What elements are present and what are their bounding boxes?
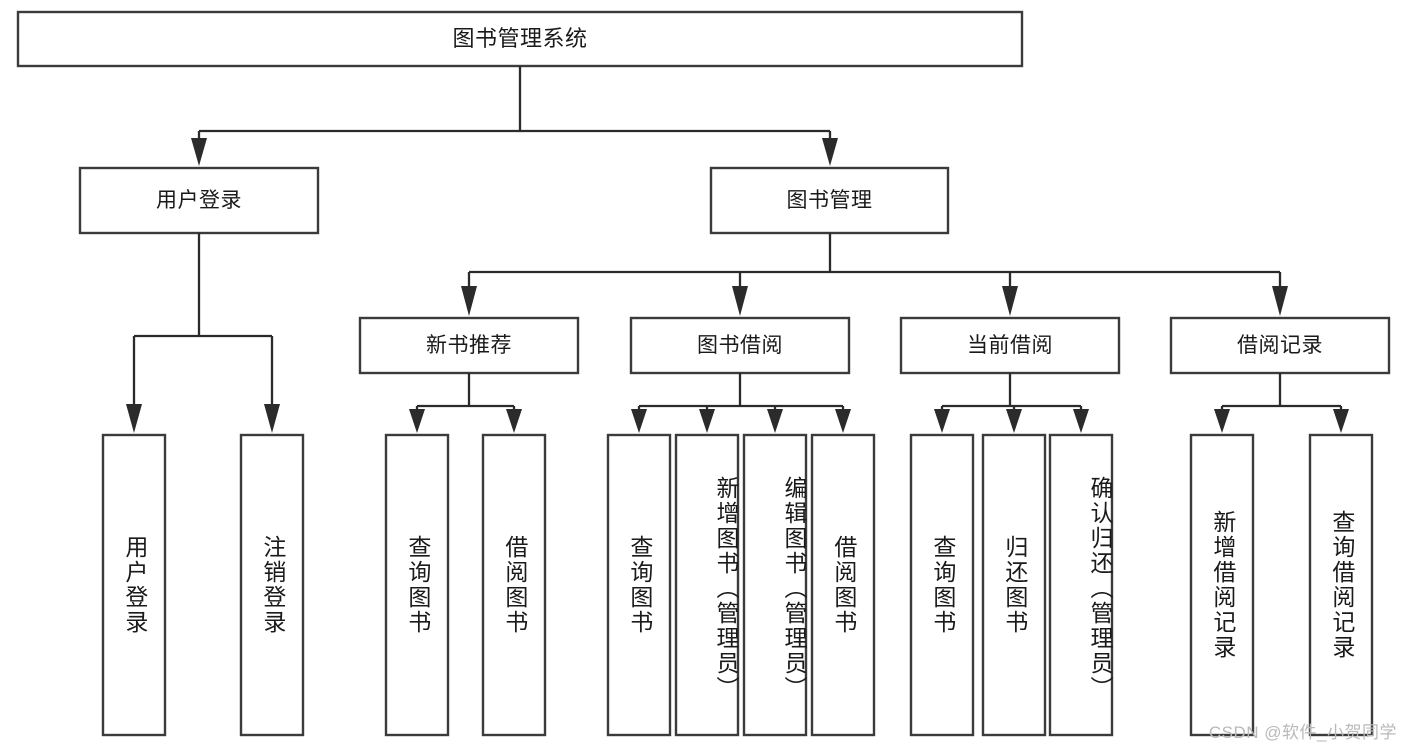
arrow-head-leaf-return-book [1006,409,1022,433]
leaf-box-add-borrow-record[interactable] [1189,433,1255,737]
leaf-box-query-borrow-record[interactable] [1308,433,1374,737]
arrow-head-user-login [191,138,207,166]
leaf-box-query-book-1[interactable] [384,433,450,737]
arrow-head-leaf-user-login [126,404,142,433]
arrow-head-current-borrow [1002,286,1018,316]
node-box-current-borrow[interactable] [899,316,1121,375]
arrow-head-book-borrow [732,286,748,316]
node-box-user-login[interactable] [78,166,320,235]
arrow-head-leaf-confirm-return [1073,409,1089,433]
node-box-root[interactable] [16,10,1024,68]
node-box-new-book-recommend[interactable] [358,316,580,375]
leaf-box-query-book-2[interactable] [606,433,672,737]
arrow-head-leaf-query-book-1 [409,409,425,433]
leaf-box-add-book-admin[interactable] [674,433,740,737]
leaf-box-user-login[interactable] [101,433,167,737]
arrow-head-leaf-query-book-3 [934,409,950,433]
node-box-borrow-record[interactable] [1169,316,1391,375]
arrow-head-leaf-borrow-book-1 [506,409,522,433]
leaf-box-return-book[interactable] [981,433,1047,737]
arrow-head-leaf-add-book [699,409,715,433]
arrow-head-leaf-query-book-2 [631,409,647,433]
arrow-head-book-management [822,138,838,166]
leaf-box-edit-book-admin[interactable] [742,433,808,737]
arrow-head-borrow-record [1272,286,1288,316]
arrow-head-new-book-recommend [461,286,477,316]
leaf-box-confirm-return-admin[interactable] [1048,433,1114,737]
node-box-book-management[interactable] [709,166,950,235]
leaf-box-borrow-book-2[interactable] [810,433,876,737]
node-box-book-borrow[interactable] [629,316,851,375]
arrow-head-leaf-edit-book [767,409,783,433]
arrow-head-leaf-query-record [1333,409,1349,433]
leaf-box-logout[interactable] [239,433,305,737]
arrow-head-leaf-logout [264,404,280,433]
arrow-head-leaf-add-record [1214,409,1230,433]
arrow-head-leaf-borrow-book-2 [835,409,851,433]
leaf-box-query-book-3[interactable] [909,433,975,737]
leaf-box-borrow-book-1[interactable] [481,433,547,737]
